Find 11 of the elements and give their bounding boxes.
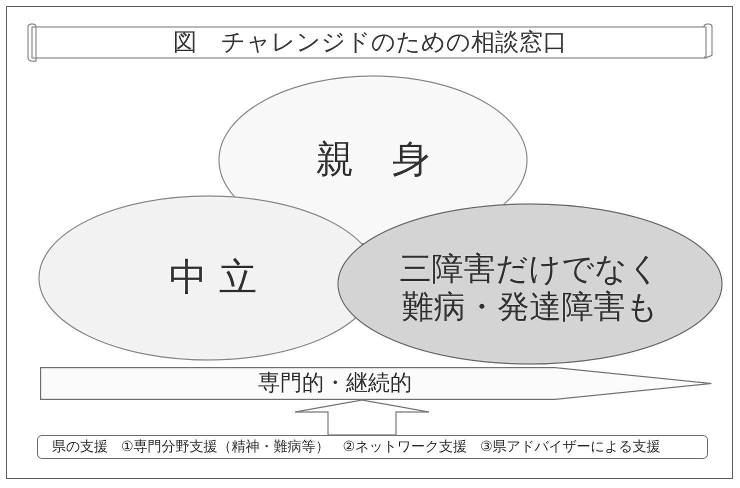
oval-label: 三障害だけでなく難病・発達障害も: [398, 250, 662, 326]
list-item: ③県アドバイザーによる支援: [480, 438, 661, 456]
list-item: ②ネットワーク支援: [342, 438, 468, 456]
box-heading: 県の支援: [52, 438, 108, 456]
block-arrow: [294, 399, 430, 436]
title: 図 チャレンジドのための相談窓口: [173, 27, 567, 57]
list-item: ①専門分野支援（精神・難病等）: [121, 438, 330, 456]
oval-label: 中 立: [168, 255, 258, 301]
oval-label: 親 身: [316, 137, 430, 183]
info-box: [37, 435, 708, 459]
band-label: 専門的・継続的: [258, 370, 412, 397]
